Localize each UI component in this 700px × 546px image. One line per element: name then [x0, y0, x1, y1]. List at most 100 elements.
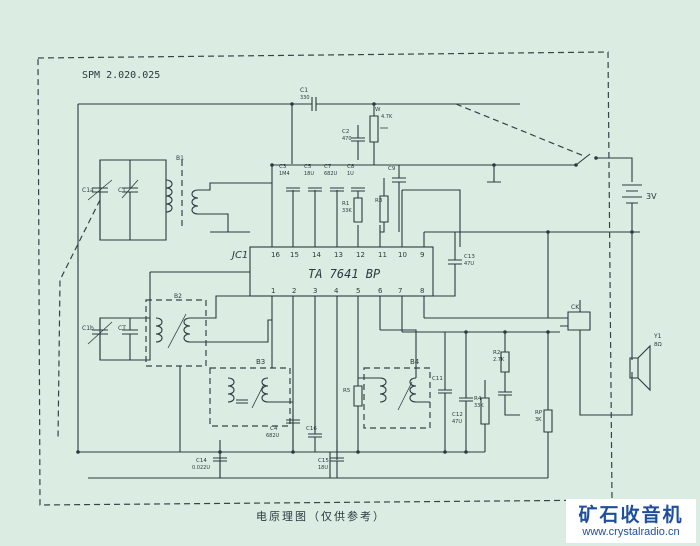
- c1a-label: C1a: [82, 187, 94, 194]
- cap-c5: [308, 187, 322, 192]
- rp-value: 3K: [535, 417, 542, 423]
- b3-shield: [209, 367, 291, 427]
- ground-bus: [77, 104, 548, 479]
- b2-shield: [145, 299, 207, 367]
- b3-slug: [251, 383, 265, 409]
- b1-label: B1: [176, 155, 184, 162]
- c1-label: C1: [300, 87, 308, 94]
- resistor-r3: [379, 178, 389, 233]
- drawing-number: SPM 2.020.025: [82, 70, 160, 81]
- pin-1: 1: [271, 287, 275, 295]
- cap-c11: [438, 332, 452, 452]
- pin-6: 6: [378, 287, 383, 295]
- watermark-title: 矿石收音机: [578, 504, 684, 526]
- cap-c15: [330, 440, 344, 478]
- speaker-y1: [629, 344, 651, 392]
- cap-row-top: C3 1M4 C5 18U C7 682U C8 1U: [279, 164, 365, 192]
- watermark-url: www.crystalradio.cn: [582, 526, 680, 538]
- c8-value: 1U: [347, 171, 354, 177]
- r5-label: R5: [343, 388, 351, 394]
- r1-value: 33K: [342, 208, 352, 214]
- rp-label: RP: [535, 410, 543, 416]
- power-switch: [520, 153, 633, 182]
- c2-label: C2: [342, 129, 349, 135]
- pin-15: 15: [290, 251, 299, 259]
- c16-label: C16: [306, 426, 317, 432]
- ic-bottom-leads: [271, 296, 425, 460]
- pin-2: 2: [292, 287, 296, 295]
- cap-ct1: [122, 160, 138, 240]
- pin-9: 9: [420, 251, 424, 259]
- switch-contact-b: [594, 156, 598, 160]
- earphone-jack-ck: [560, 300, 591, 331]
- switch-contact-a: [574, 163, 578, 167]
- cap-c1a-arrow: [87, 179, 113, 201]
- ic-top-leads: [271, 190, 425, 247]
- b4-coil-left: [379, 377, 387, 403]
- output-wires: [402, 232, 560, 333]
- c1-value: 330: [300, 95, 310, 101]
- mid-rail: [271, 164, 520, 232]
- pin-12: 12: [356, 251, 365, 259]
- top-rail: [78, 103, 520, 164]
- cap-c1a: [92, 160, 108, 240]
- c1b-label: C1b: [82, 325, 94, 332]
- b4-wires: [357, 329, 430, 403]
- ck-label: CK: [571, 304, 580, 311]
- ground-symbol: [487, 165, 501, 183]
- cap-c1b-arrow: [87, 321, 113, 345]
- w-label: W: [375, 107, 381, 113]
- gang-link-dashed: [57, 199, 101, 441]
- b4-coil-right: [409, 377, 417, 403]
- c13-value: 47U: [464, 261, 474, 267]
- resistor-r4: [480, 380, 490, 452]
- b1-wires: [198, 182, 272, 233]
- watermark-logo: 矿石收音机 www.crystalradio.cn: [566, 499, 696, 543]
- pin-3: 3: [313, 287, 317, 295]
- pin-5: 5: [356, 287, 360, 295]
- c15-value: 18U: [318, 465, 328, 471]
- c7-label: C7: [324, 164, 332, 170]
- c3-value: 1M4: [279, 171, 290, 177]
- speaker-label: Y1: [653, 333, 662, 340]
- cap-c13: [433, 232, 462, 297]
- pin-4: 4: [334, 287, 339, 295]
- c4-value: 682U: [266, 433, 280, 439]
- right-wires: [402, 189, 520, 247]
- cap-c1: [292, 97, 325, 111]
- cap-c9: [392, 165, 406, 232]
- c5-value: 18U: [304, 171, 314, 177]
- b2-slug: [167, 313, 187, 349]
- junction-dots: [76, 102, 634, 454]
- ic-pins-bottom: 1 2 3 4 5 6 7 8: [271, 287, 424, 295]
- c7-value: 682U: [324, 171, 338, 177]
- r1-label: R1: [342, 201, 349, 207]
- resistor-r1: [353, 191, 363, 223]
- b4-slug: [397, 381, 413, 411]
- c2-value: 470: [342, 136, 352, 142]
- cap-ct1-arrow: [121, 179, 139, 199]
- cap-c14: [213, 440, 227, 478]
- resistor-r5: [353, 378, 363, 452]
- ic-pins-top: 16 15 14 13 12 11 10 9: [271, 251, 424, 259]
- cap-c3: [286, 187, 300, 192]
- c9-label: C9: [388, 166, 396, 172]
- c13-label: C13: [464, 254, 475, 260]
- c8-label: C8: [347, 164, 355, 170]
- b1-coil-right: [191, 189, 199, 215]
- c12-label: C12: [452, 412, 463, 418]
- b4-shield: [363, 367, 431, 429]
- r4-value: 33K: [474, 403, 484, 409]
- cap-c8: [351, 187, 365, 192]
- b3-cap: [236, 399, 248, 404]
- c11-label: C11: [432, 376, 443, 382]
- cap-c16: [308, 420, 322, 452]
- b3-label: B3: [256, 358, 265, 366]
- b2-coil-right: [183, 317, 191, 343]
- b1-coil-left: [165, 179, 173, 213]
- pin-16: 16: [271, 251, 280, 259]
- cap-c4: [286, 410, 300, 452]
- pin-8: 8: [420, 287, 424, 295]
- cap-c7: [330, 187, 344, 192]
